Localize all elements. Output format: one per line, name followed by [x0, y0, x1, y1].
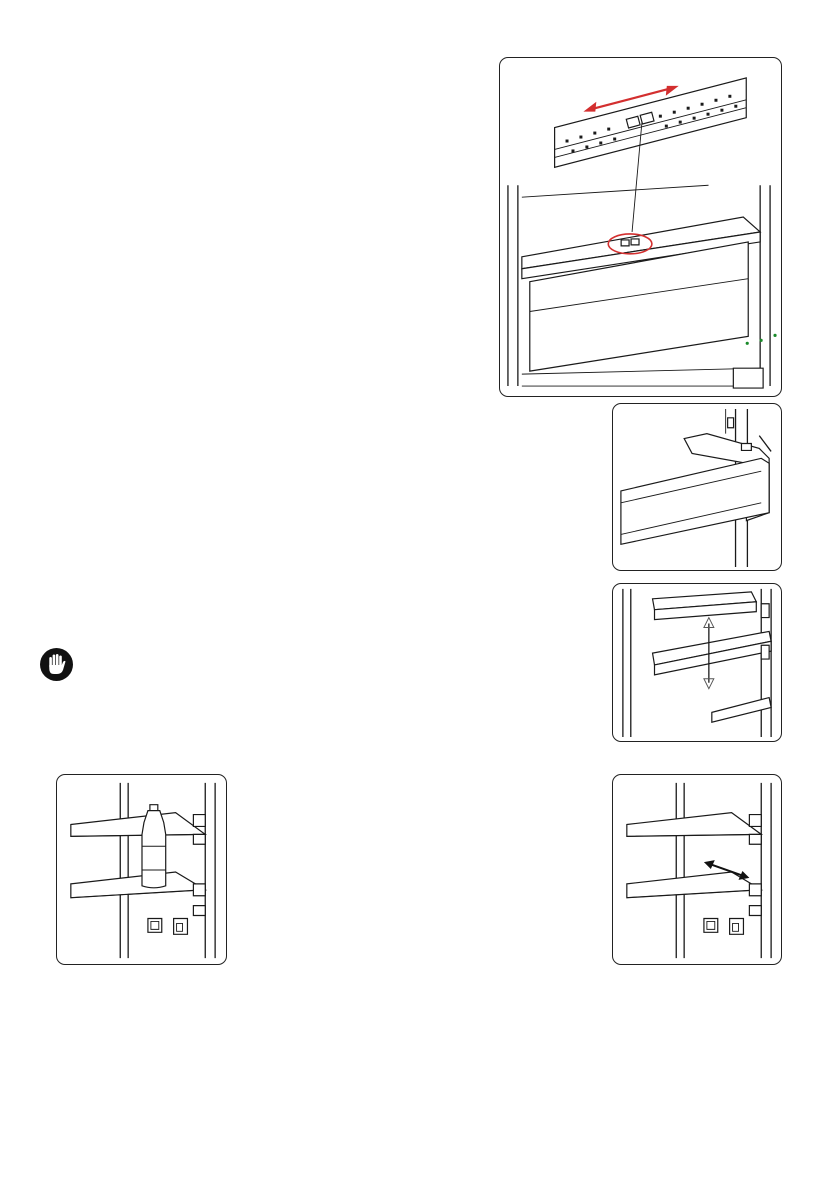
- bin-adjust-figure: [612, 583, 782, 742]
- drawer-slider-figure: [499, 57, 782, 397]
- shelf-slide-figure: [612, 774, 782, 965]
- drawer-body: [508, 185, 770, 388]
- drawer-slider-illustration: [500, 58, 781, 396]
- stop-hand-icon: [40, 648, 73, 681]
- door-bin-illustration: [613, 404, 781, 570]
- bin-adjust-illustration: [613, 584, 781, 741]
- green-led-dots: [746, 334, 777, 345]
- slider-strip-detail: [555, 78, 747, 167]
- bottle-drawing: [142, 805, 166, 888]
- shelf-bottle-figure: [56, 774, 227, 965]
- shelf-slide-illustration: [613, 775, 781, 964]
- door-bin-figure: [612, 403, 782, 571]
- shelf-bottle-illustration: [57, 775, 226, 964]
